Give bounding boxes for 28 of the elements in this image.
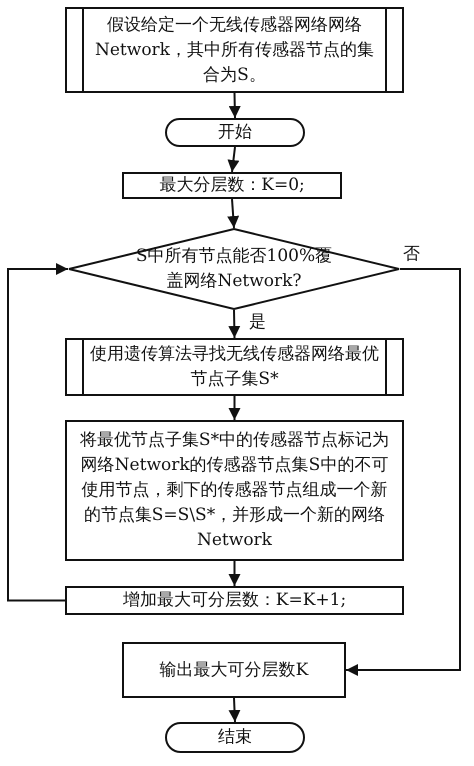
node-text: 增加最大可分层数：K=K+1; [122,589,346,612]
arrow [228,561,240,586]
process-box [65,420,404,561]
node-text: 结束 [218,726,252,749]
node-text: 使用遗传算法寻找无线传感器网络最优节点子集S* [90,343,379,391]
node-text: 开始 [218,121,252,144]
node-text: 输出最大可分层数K [160,658,308,682]
edge-label: 否 [402,244,421,264]
arrow [228,92,241,118]
predefined-process-box [65,338,404,396]
edge-label: 是 [248,312,267,332]
node-text: 将最优节点子集S*中的传感器节点标记为网络Network的传感器节点集S中的不可使用节点，剩下的传感器节点组成一个新的节点集S=S\S*，并形成一个新的网络Network [78,429,390,552]
arrow [228,396,240,420]
arrow [227,198,240,228]
arrow [228,698,240,722]
process-box [122,642,346,698]
arrow [7,263,68,602]
predefined-process-box [65,7,404,93]
node-text: 最大分层数：K=0; [159,174,305,197]
process-box [65,586,404,615]
arrow [346,268,461,676]
node-text: 假设给定一个无线传感器网络网络Network，其中所有传感器节点的集合为S。 [94,14,375,86]
process-box [122,172,342,199]
terminal-box [165,118,305,147]
decision-diamond [68,228,400,310]
arrow [227,146,240,172]
terminal-box [165,722,305,753]
arrow [228,310,240,338]
